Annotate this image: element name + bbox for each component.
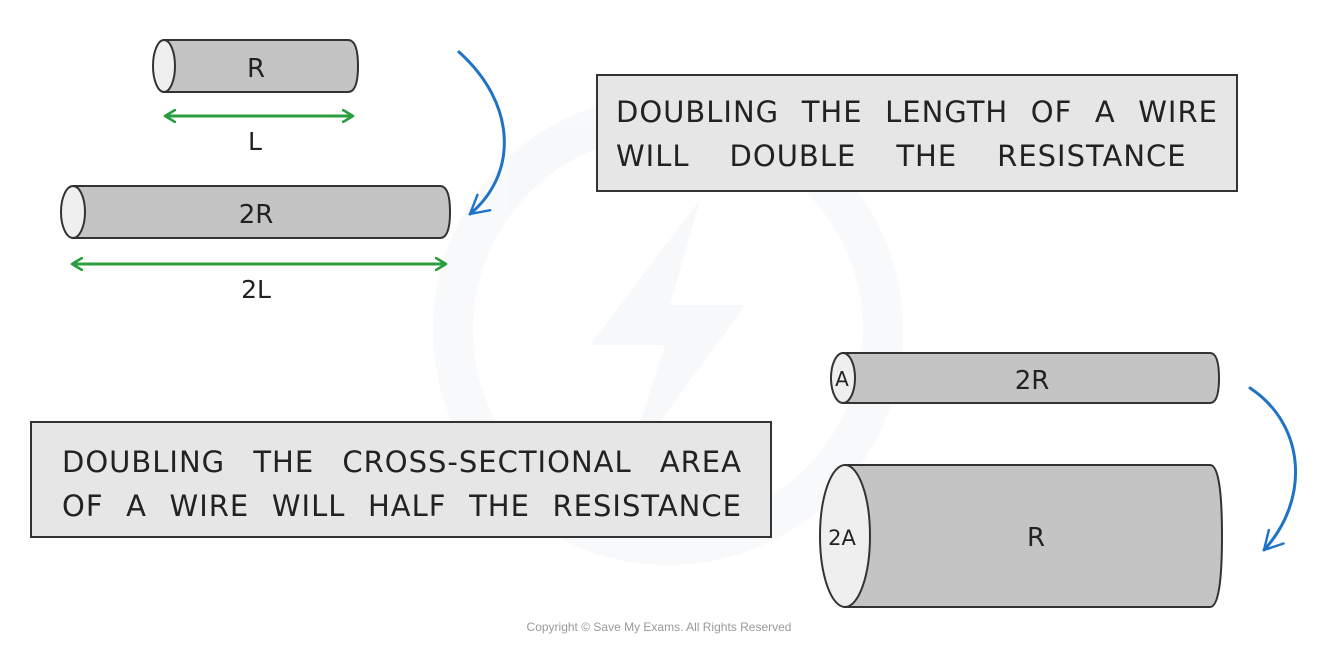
caption-word: AREA bbox=[659, 445, 742, 479]
caption-length-line-2: WILL DOUBLE THE RESISTANCE bbox=[616, 134, 1218, 178]
caption-length-line-1: DOUBLING THE LENGTH OF A WIRE bbox=[616, 90, 1218, 134]
wire-short: R bbox=[152, 39, 360, 93]
caption-area-rule: DOUBLING THE CROSS-SECTIONAL AREA OF A W… bbox=[30, 421, 772, 538]
curved-arrow-area bbox=[1248, 386, 1298, 552]
caption-word: DOUBLING bbox=[616, 95, 780, 129]
caption-word: DOUBLING bbox=[62, 445, 226, 479]
caption-word: THE bbox=[253, 445, 315, 479]
caption-word: WIRE bbox=[169, 489, 250, 523]
wire-long: 2R bbox=[60, 185, 452, 239]
caption-word: DOUBLE bbox=[729, 139, 857, 173]
caption-word: OF bbox=[1030, 95, 1073, 129]
caption-word: THE bbox=[801, 95, 863, 129]
copyright-notice: Copyright © Save My Exams. All Rights Re… bbox=[526, 620, 792, 634]
caption-word: RESISTANCE bbox=[997, 139, 1187, 173]
caption-word: OF bbox=[62, 489, 104, 523]
caption-word: WILL bbox=[271, 489, 346, 523]
caption-length-rule: DOUBLING THE LENGTH OF A WIRE WILL DOUBL… bbox=[596, 74, 1238, 192]
caption-word: A bbox=[1094, 95, 1116, 129]
wire-thin: A 2R bbox=[830, 352, 1221, 404]
caption-word: THE bbox=[469, 489, 530, 523]
caption-area-line-1: DOUBLING THE CROSS-SECTIONAL AREA bbox=[62, 440, 742, 484]
length-label-l: L bbox=[248, 127, 262, 156]
curved-arrow-length bbox=[457, 50, 506, 216]
caption-word: WILL bbox=[616, 139, 690, 173]
wire-thick: 2A R bbox=[819, 464, 1224, 608]
caption-word: RESISTANCE bbox=[552, 489, 742, 523]
caption-area-line-2: OF A WIRE WILL HALF THE RESISTANCE bbox=[62, 484, 742, 528]
wire-thin-resistance-label: 2R bbox=[1015, 366, 1050, 396]
wire-thick-resistance-label: R bbox=[1027, 523, 1045, 553]
wire-long-resistance-label: 2R bbox=[239, 200, 274, 230]
area-label-2a: 2A bbox=[828, 526, 856, 550]
length-label-2l: 2L bbox=[241, 275, 271, 304]
caption-word: THE bbox=[896, 139, 958, 173]
caption-word: WIRE bbox=[1138, 95, 1218, 129]
caption-word: HALF bbox=[367, 489, 447, 523]
area-label-a: A bbox=[835, 367, 849, 391]
caption-word: LENGTH bbox=[885, 95, 1009, 129]
caption-word: A bbox=[126, 489, 147, 523]
caption-word: CROSS-SECTIONAL bbox=[342, 445, 632, 479]
wire-short-resistance-label: R bbox=[247, 54, 265, 84]
